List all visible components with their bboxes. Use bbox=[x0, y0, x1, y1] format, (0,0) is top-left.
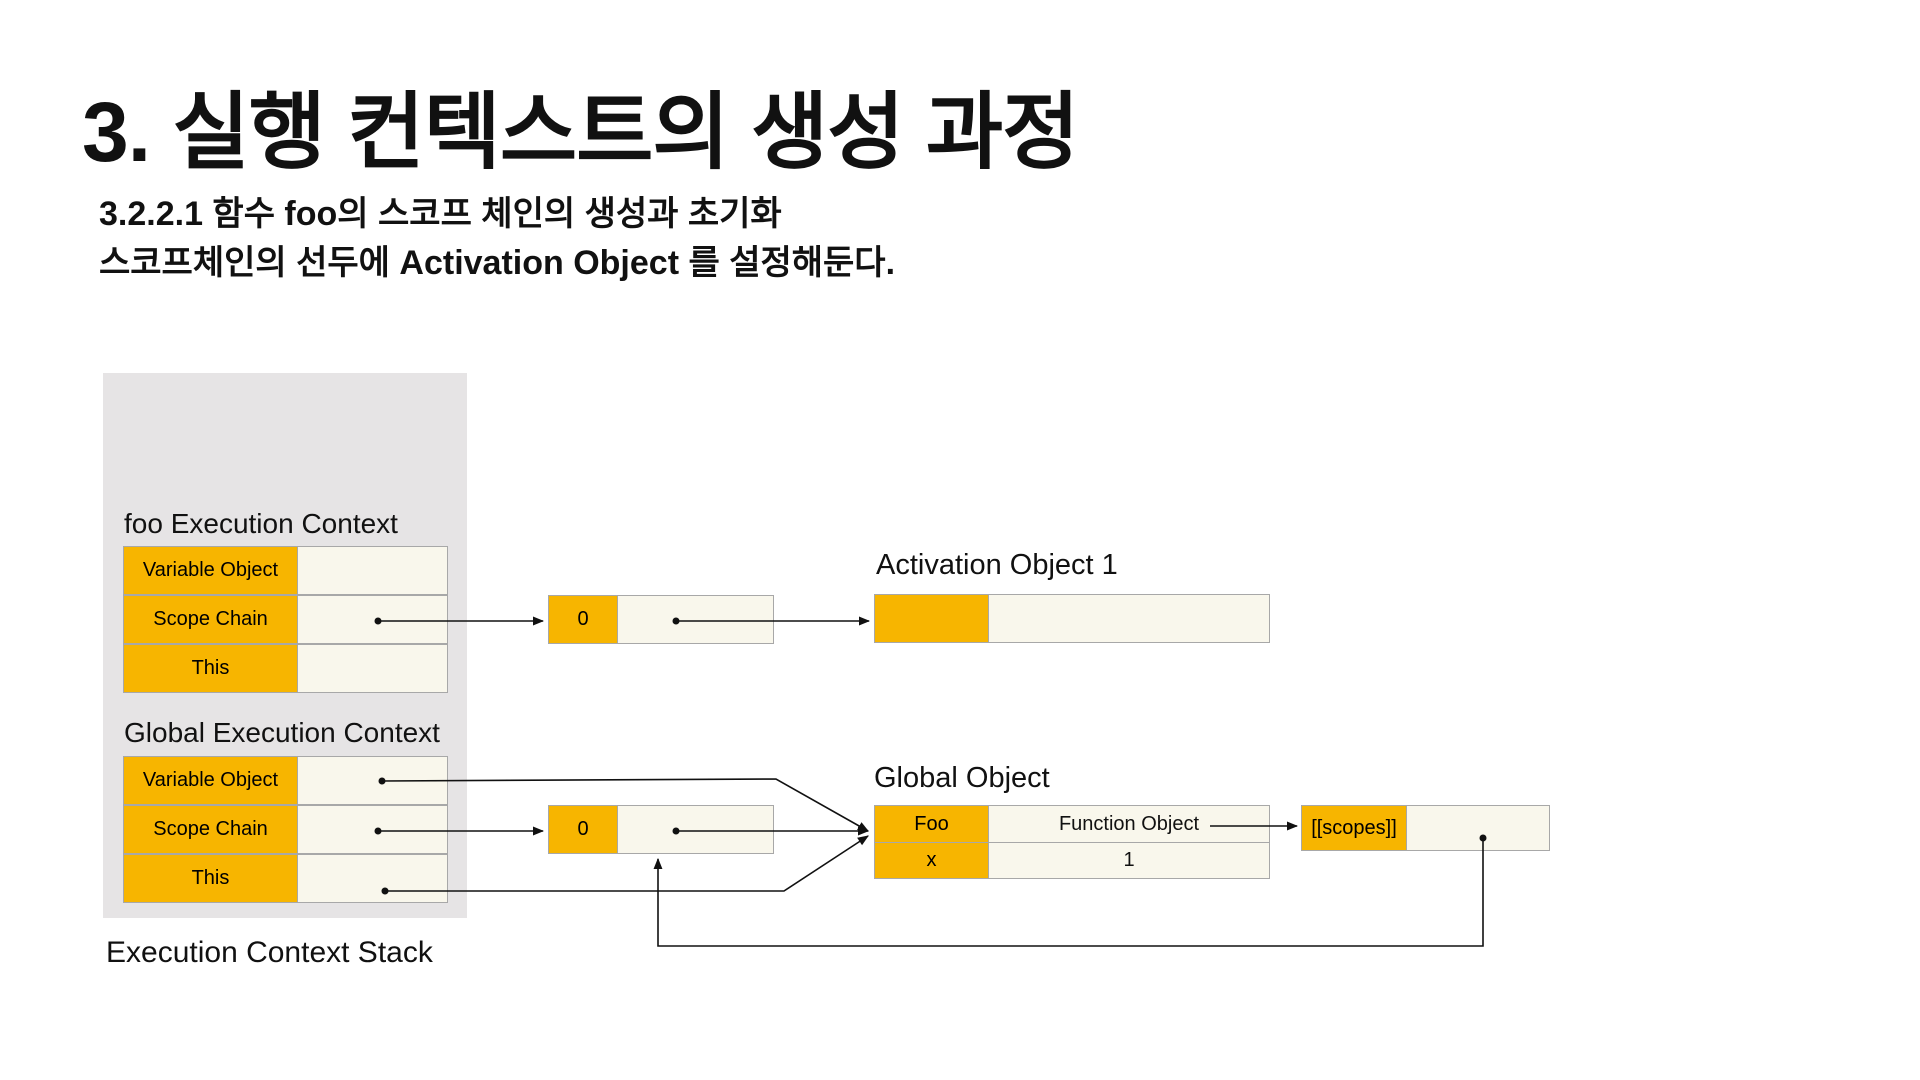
scopes-key: [[scopes]] bbox=[1301, 805, 1407, 851]
foo-scope-chain-index: 0 bbox=[548, 595, 618, 644]
foo-this-value bbox=[297, 644, 448, 693]
activation-object-key bbox=[874, 594, 989, 643]
scopes-value bbox=[1406, 805, 1550, 851]
global-variable-object-value bbox=[297, 756, 448, 805]
global-object-x-value: 1 bbox=[988, 842, 1270, 879]
foo-context-label: foo Execution Context bbox=[124, 508, 398, 539]
global-object-label: Global Object bbox=[874, 762, 1050, 794]
stack-caption: Execution Context Stack bbox=[106, 936, 433, 969]
global-object-foo-key: Foo bbox=[874, 805, 989, 843]
global-scope-chain-slot bbox=[617, 805, 774, 854]
global-variable-object-key: Variable Object bbox=[123, 756, 298, 805]
global-scope-chain-key: Scope Chain bbox=[123, 805, 298, 854]
slide-title: 3. 실행 컨텍스트의 생성 과정 bbox=[82, 85, 1079, 179]
foo-variable-object-value bbox=[297, 546, 448, 595]
global-this-key: This bbox=[123, 854, 298, 903]
slide-subtitle-line1: 3.2.2.1 함수 foo의 스코프 체인의 생성과 초기화 bbox=[99, 195, 782, 233]
foo-this-key: This bbox=[123, 644, 298, 693]
foo-scope-chain-value bbox=[297, 595, 448, 644]
slide-subtitle-line2: 스코프체인의 선두에 Activation Object 를 설정해둔다. bbox=[99, 244, 896, 282]
global-object-foo-value: Function Object bbox=[988, 805, 1270, 843]
foo-variable-object-key: Variable Object bbox=[123, 546, 298, 595]
foo-scope-chain-key: Scope Chain bbox=[123, 595, 298, 644]
global-object-x-key: x bbox=[874, 842, 989, 879]
global-scope-chain-index: 0 bbox=[548, 805, 618, 854]
global-scope-chain-value bbox=[297, 805, 448, 854]
activation-object-value bbox=[988, 594, 1270, 643]
global-context-label: Global Execution Context bbox=[124, 717, 440, 748]
activation-object-label: Activation Object 1 bbox=[876, 549, 1118, 581]
global-this-value bbox=[297, 854, 448, 903]
foo-scope-chain-slot bbox=[617, 595, 774, 644]
